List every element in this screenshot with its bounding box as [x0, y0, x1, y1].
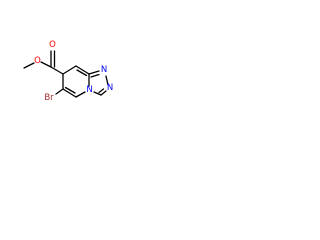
bond-c8-c8a	[75, 65, 90, 75]
bond-carbonyl-ring	[50, 66, 64, 75]
bond-c8-c8a-inner	[76, 69, 88, 77]
bond-methyl-o	[23, 62, 35, 69]
bond-o-carbonyl	[40, 61, 52, 68]
structure-diagram: O O Br N N N	[23, 40, 113, 103]
atom-bridgehead-n: N	[86, 85, 92, 95]
bond-c6-br	[55, 88, 64, 95]
bond-n1-n2	[105, 75, 109, 86]
bond-c5-c6	[62, 88, 77, 98]
bond-n2-c3-inner	[98, 88, 105, 94]
bond-c5-c6-inner	[64, 86, 76, 94]
bond-c3-n4	[93, 91, 102, 96]
bond-n4-c5	[75, 91, 86, 98]
atom-triazole-n2: N	[107, 83, 113, 93]
atom-ester-o-double: O	[49, 40, 56, 50]
molecule-canvas: O O Br N N N	[0, 0, 152, 152]
bond-c8a-n1	[88, 70, 100, 75]
bond-c8a-n1-inner	[90, 73, 100, 78]
bond-n2-c3	[100, 90, 107, 96]
atom-bromine: Br	[44, 93, 54, 103]
atom-triazole-n1: N	[101, 65, 107, 75]
atom-ester-o-single: O	[34, 56, 41, 66]
bond-c7-c8	[62, 65, 77, 75]
